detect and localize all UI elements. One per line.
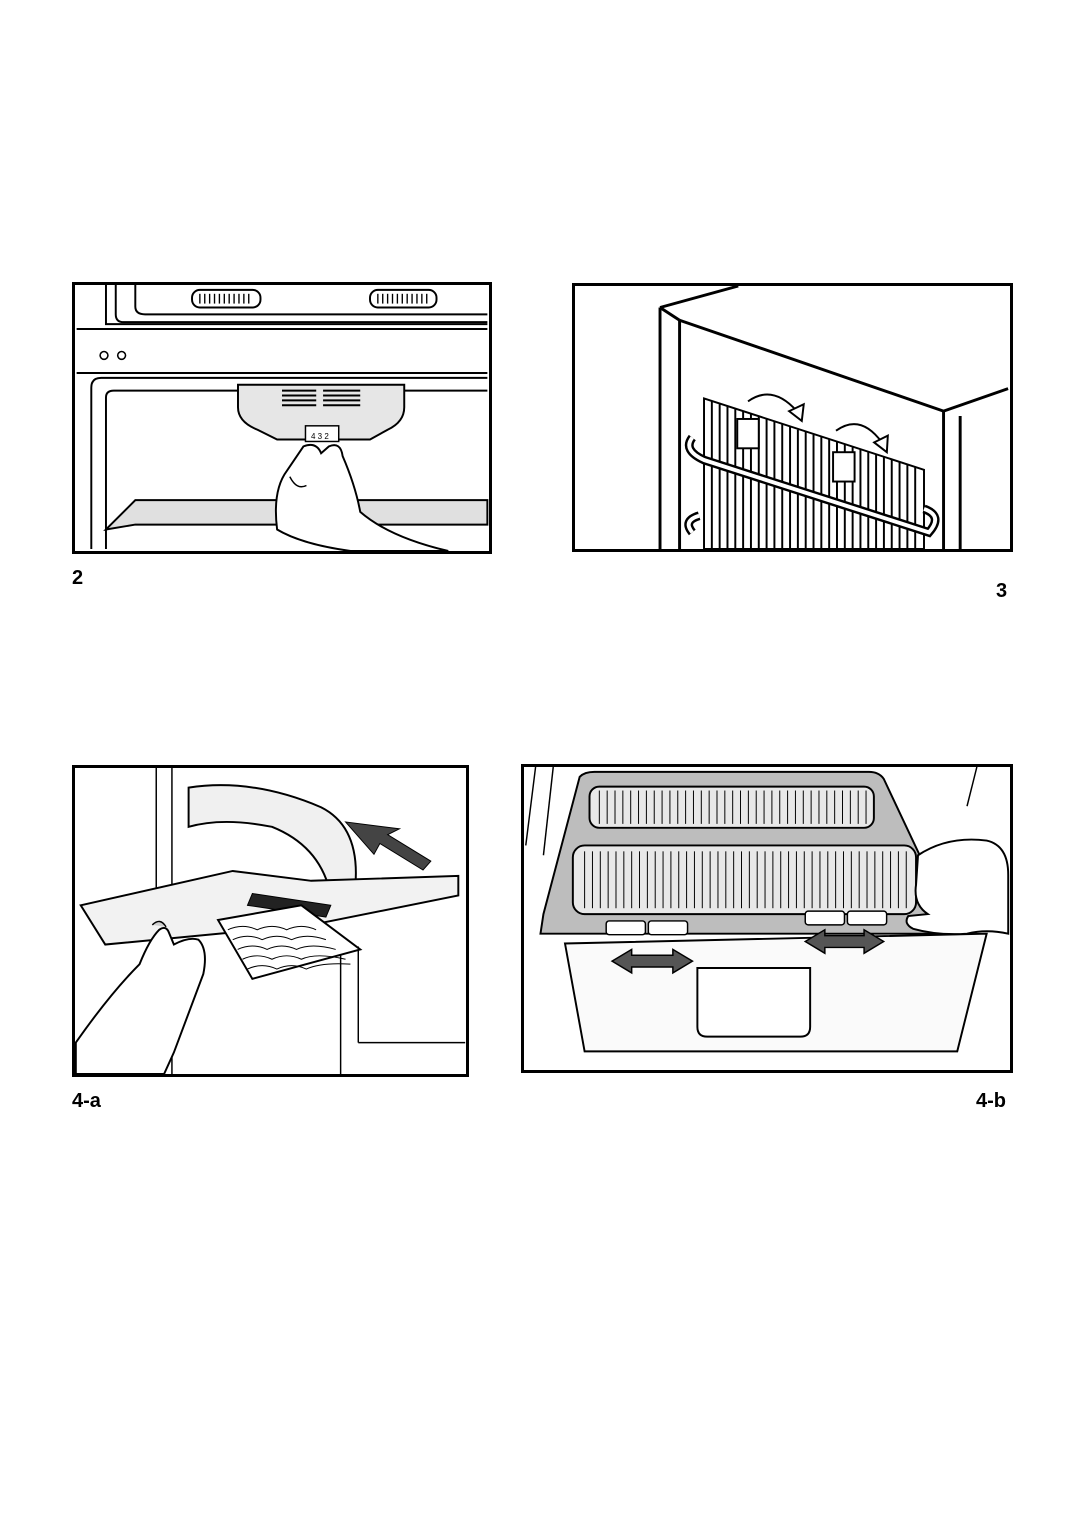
crisper-cover-drawing [525, 767, 1010, 1053]
rear-condenser-drawing [658, 286, 1009, 549]
figure-caption-4a: 4-a [72, 1090, 101, 1112]
figure-4b-illustration [521, 764, 1013, 1073]
filter-removal-drawing [75, 768, 466, 1074]
figure-caption-2: 2 [72, 567, 84, 589]
figure-4a-illustration [72, 765, 469, 1077]
figure-caption-4b: 4-b [976, 1090, 1006, 1112]
thermostat-dial-marks: 4 3 2 [311, 432, 329, 441]
figure-caption-3: 3 [996, 580, 1008, 602]
figure-3-illustration [572, 283, 1013, 552]
figure-2-illustration: 4 3 2 [72, 282, 492, 554]
fridge-thermostat-drawing [76, 285, 489, 551]
